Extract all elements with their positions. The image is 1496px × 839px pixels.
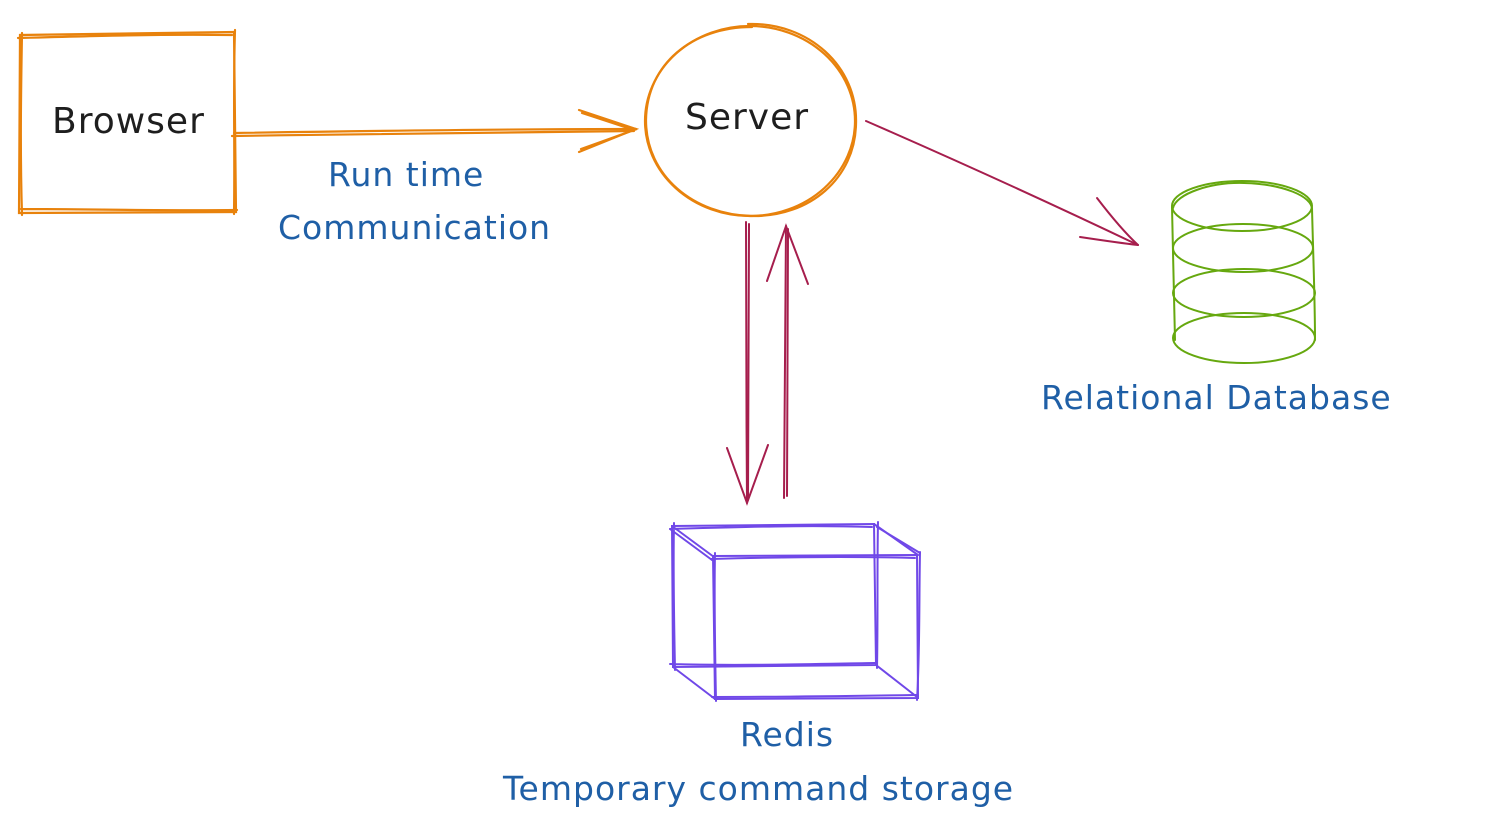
redis-to-server-arrow bbox=[766, 223, 809, 499]
server-node[interactable] bbox=[643, 22, 858, 218]
redis-label: Redis bbox=[740, 715, 835, 754]
edge-label-line2: Communication bbox=[278, 208, 552, 247]
server-to-database-arrow bbox=[865, 120, 1139, 246]
server-to-redis-arrow bbox=[726, 221, 769, 506]
edge-label-line1: Run time bbox=[328, 155, 485, 194]
redis-sublabel: Temporary command storage bbox=[503, 769, 1015, 808]
browser-label: Browser bbox=[52, 101, 205, 142]
browser-node[interactable] bbox=[16, 28, 239, 217]
database-node[interactable] bbox=[1171, 180, 1316, 364]
browser-to-server-arrow bbox=[230, 108, 640, 154]
redis-node[interactable] bbox=[669, 521, 921, 702]
database-label: Relational Database bbox=[1041, 378, 1392, 417]
server-label: Server bbox=[685, 97, 810, 138]
